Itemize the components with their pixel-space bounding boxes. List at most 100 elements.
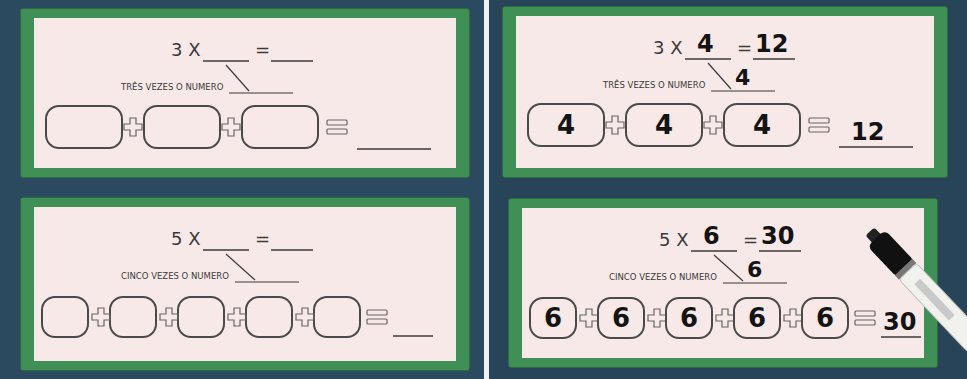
printed-text: 5 X (659, 231, 689, 249)
blank-line (685, 58, 731, 59)
plus-symbol (784, 309, 802, 327)
printed-text: = (737, 39, 752, 57)
right-photo (489, 0, 967, 379)
equals-symbol (327, 129, 347, 134)
handwritten-number: 12 (851, 120, 884, 144)
handwritten-number: 12 (755, 32, 788, 56)
printed-text: TRÊS VEZES O NUMERO (603, 81, 705, 90)
handwritten-number: 6 (747, 259, 762, 281)
card-artwork (21, 198, 471, 372)
blank-line (759, 250, 801, 251)
card-artwork (21, 9, 471, 179)
handwritten-number: 30 (761, 224, 794, 248)
blank-line (203, 249, 249, 250)
blank-line (271, 249, 313, 250)
handwritten-number: 6 (748, 305, 766, 331)
empty-box (246, 297, 292, 337)
exercise-card: 5 X6=30CINCO VEZES O NUMERO63066666 (508, 198, 938, 368)
blank-line (271, 60, 313, 61)
plus-symbol (296, 308, 314, 326)
printed-text: = (255, 230, 270, 248)
plus-symbol (716, 309, 734, 327)
leader-line (226, 254, 255, 280)
handwritten-number: 6 (703, 224, 720, 248)
handwritten-number: 4 (697, 32, 714, 56)
handwritten-number: 6 (816, 305, 834, 331)
photo-gap (484, 0, 489, 379)
blank-line (229, 92, 293, 93)
printed-text: 5 X (171, 230, 201, 248)
card-artwork (503, 7, 949, 179)
plus-symbol (580, 309, 598, 327)
equals-symbol (327, 120, 347, 125)
handwritten-number: 6 (680, 305, 698, 331)
answer-box: 6 (733, 297, 781, 339)
leader-line (226, 65, 249, 91)
printed-text: = (255, 41, 270, 59)
card-paper (516, 16, 934, 168)
card-paper (522, 208, 924, 358)
card-artwork (509, 199, 939, 369)
equals-symbol (809, 118, 829, 123)
left-photo (0, 0, 484, 379)
printed-text: TRÊS VEZES O NUMERO (121, 83, 223, 92)
blank-line (723, 282, 787, 283)
answer-line (357, 148, 431, 149)
blank-line (203, 60, 249, 61)
printed-text: = (743, 231, 758, 249)
printed-text: 3 X (653, 39, 683, 57)
plus-symbol (704, 116, 722, 134)
plus-symbol (648, 309, 666, 327)
blank-line (753, 58, 795, 59)
marker-barrel (899, 263, 967, 352)
empty-box (144, 106, 220, 148)
marker-pen-body (861, 223, 967, 352)
plus-symbol (124, 118, 142, 136)
answer-box: 4 (723, 103, 801, 147)
exercise-card: 3 X = TRÊS VEZES O NUMERO (20, 8, 470, 178)
blank-line (711, 90, 775, 91)
leader-line (708, 63, 731, 89)
handwritten-number: 4 (735, 67, 750, 89)
empty-box (178, 297, 224, 337)
equals-symbol (809, 127, 829, 132)
answer-line (839, 146, 913, 147)
empty-box (314, 297, 360, 337)
answer-box: 6 (801, 297, 849, 339)
handwritten-number: 6 (544, 305, 562, 331)
plus-symbol (228, 308, 246, 326)
printed-text: 3 X (171, 41, 201, 59)
plus-symbol (606, 116, 624, 134)
marker-print (914, 279, 954, 321)
answer-box: 6 (597, 297, 645, 339)
plus-symbol (222, 118, 240, 136)
blank-line (235, 281, 299, 282)
empty-box (242, 106, 318, 148)
blank-line (691, 250, 737, 251)
printed-text: CINCO VEZES O NUMERO (121, 272, 229, 281)
answer-box: 4 (625, 103, 703, 147)
handwritten-number: 4 (557, 112, 575, 138)
exercise-card: 3 X4=12TRÊS VEZES O NUMERO412444 (502, 6, 948, 178)
empty-box (110, 297, 156, 337)
answer-box: 6 (529, 297, 577, 339)
exercise-card: 5 X = CINCO VEZES O NUMERO (20, 197, 470, 371)
equals-symbol (855, 320, 875, 325)
card-paper (34, 207, 456, 361)
handwritten-number: 4 (655, 112, 673, 138)
equals-symbol (855, 311, 875, 316)
printed-text: CINCO VEZES O NUMERO (609, 273, 717, 282)
empty-box (42, 297, 88, 337)
answer-box: 4 (527, 103, 605, 147)
handwritten-number: 4 (753, 112, 771, 138)
answer-box: 6 (665, 297, 713, 339)
empty-box (46, 106, 122, 148)
handwritten-number: 30 (883, 310, 916, 334)
plus-symbol (160, 308, 178, 326)
equals-symbol (367, 310, 387, 315)
card-paper (34, 18, 456, 168)
leader-line (714, 255, 743, 281)
handwritten-number: 6 (612, 305, 630, 331)
answer-line (393, 335, 433, 336)
